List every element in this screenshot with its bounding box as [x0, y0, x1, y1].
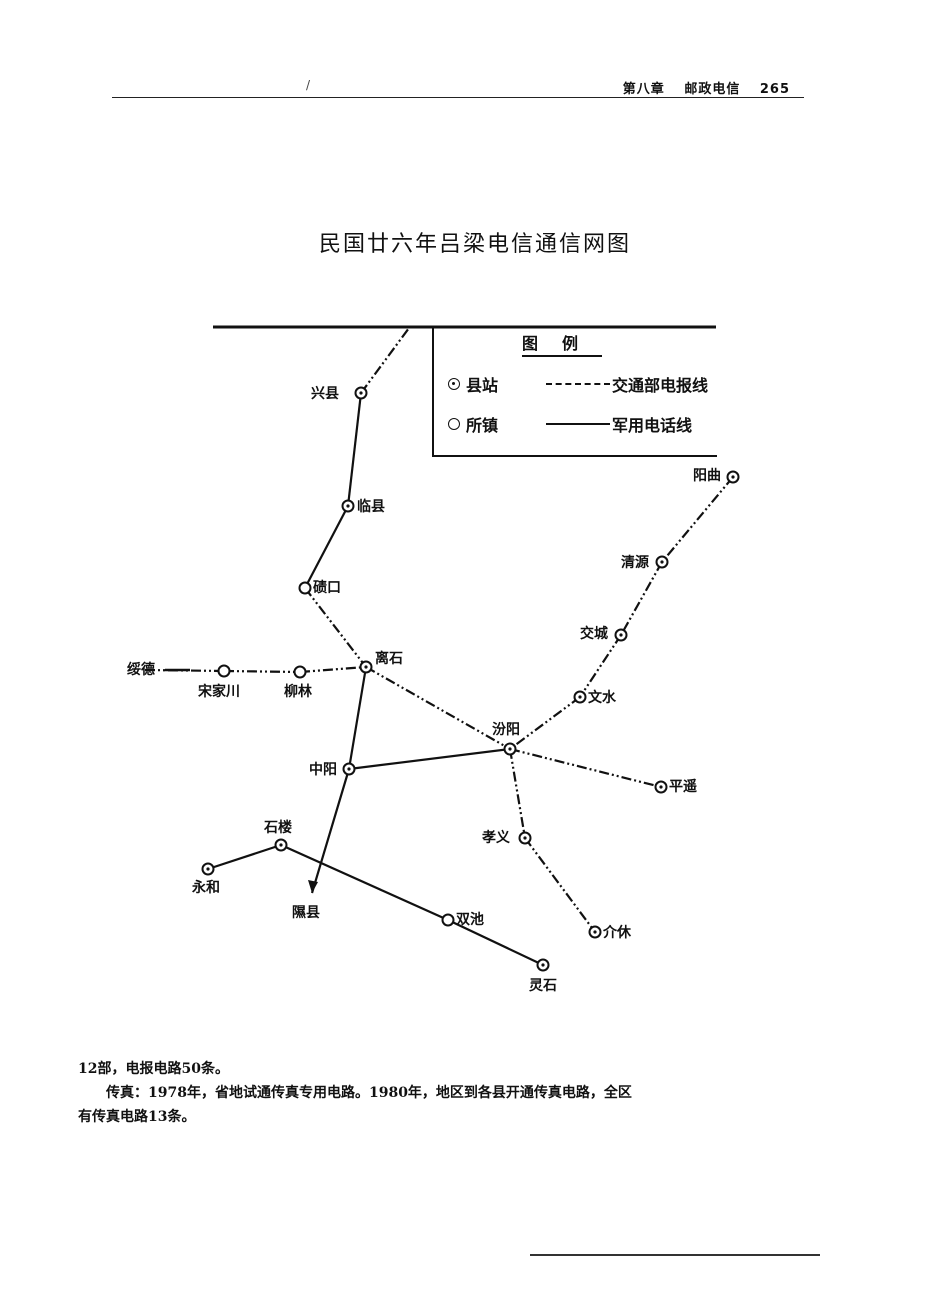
node-label-pingyao: 平遥 [669, 779, 697, 795]
stray-mark: / [306, 78, 311, 92]
county-station-icon [448, 378, 460, 390]
xixian-arrowhead [308, 880, 318, 893]
dash-dot-line-icon [546, 383, 610, 385]
node-label-liulin: 柳林 [284, 684, 312, 700]
edge-linxian-qikou [304, 505, 349, 589]
edge-shuangchi-lingshi [447, 919, 544, 966]
node-label-qingyuan: 清源 [621, 555, 649, 571]
node-label-yonghe: 永和 [192, 880, 220, 896]
edge-liulin-lishi [299, 665, 367, 674]
map-title: 民国廿六年吕梁电信通信网图 [318, 232, 631, 257]
network-nodes [201, 386, 740, 972]
header-rule [112, 97, 804, 98]
edge-shilou-shuangchi [280, 843, 449, 922]
town-station-icon-liulin [293, 665, 307, 679]
edge-wenshui-fenyang [509, 696, 581, 750]
edge-xingxian-north [360, 327, 410, 394]
node-label-shilou: 石楼 [264, 820, 292, 836]
edge-xingxian-linxian [346, 392, 363, 507]
section-label: 邮政电信 [684, 82, 741, 97]
legend-symbol-label: 所镇 [466, 416, 499, 435]
node-label-linxian: 临县 [357, 499, 385, 515]
edge-suide-songjiachuan [144, 668, 225, 673]
page-number: 265 [759, 82, 790, 97]
legend-row-town: 所镇 军用电话线 [448, 412, 692, 436]
solid-line-icon [546, 423, 610, 425]
node-label-songjiachuan: 宋家川 [198, 684, 240, 700]
node-label-zhongyang: 中阳 [309, 762, 337, 778]
legend-symbol-label: 县站 [466, 376, 499, 395]
page-header: 第八章 邮政电信 265 [112, 78, 802, 100]
node-label-fenyang: 汾阳 [492, 722, 520, 738]
town-station-icon [448, 418, 460, 430]
node-label-lingshi: 灵石 [529, 978, 557, 994]
node-label-qikou: 碛口 [313, 580, 341, 596]
edge-yonghe-shilou [207, 843, 282, 871]
paragraph: 有传真电路13条。 [78, 1109, 196, 1125]
town-station-icon-shuangchi [441, 913, 455, 927]
running-head: 第八章 邮政电信 265 [609, 78, 790, 97]
legend-row-county: 县站 交通部电报线 [448, 372, 708, 396]
node-label-xixian: 隰县 [292, 905, 320, 921]
footer-rule [530, 1254, 820, 1256]
node-label-lishi: 离石 [375, 651, 403, 667]
legend-line-label: 军用电话线 [612, 416, 693, 435]
paragraph: 12部，电报电路50条。 [78, 1061, 229, 1077]
body-text: 12部，电报电路50条。 传真：1978年，省地试通传真专用电路。1980年，地… [78, 1057, 808, 1129]
node-label-yangqu: 阳曲 [693, 468, 721, 484]
edge-lishi-fenyang [365, 666, 511, 750]
edge-zhongyang-xixian [310, 768, 351, 894]
paragraph: 传真：1978年，省地试通传真专用电路。1980年，地区到各县开通传真电路，全区 [106, 1085, 632, 1101]
edge-fenyang-pingyao [509, 747, 662, 789]
chapter-label: 第八章 [622, 82, 665, 97]
map-legend: 图例 县站 交通部电报线 所镇 军用电话线 [432, 326, 717, 457]
edge-qingyuan-jiaocheng [620, 561, 663, 636]
network-edges [144, 327, 734, 966]
town-station-icon-qikou [298, 581, 312, 595]
edge-yangqu-qingyuan [661, 476, 734, 563]
edge-lishi-zhongyang [347, 666, 368, 770]
node-label-suide: 绥德 [127, 662, 155, 678]
node-label-jiaocheng: 交城 [580, 626, 608, 642]
node-label-shuangchi: 双池 [456, 912, 484, 928]
edge-qikou-lishi [304, 587, 367, 668]
edge-fenyang-xiaoyi [508, 748, 527, 839]
legend-line-label: 交通部电报线 [612, 376, 709, 395]
edge-jiaocheng-wenshui [579, 634, 622, 698]
edge-xiaoyi-jiexiu [524, 837, 596, 933]
node-label-wenshui: 文水 [588, 690, 616, 706]
node-label-xiaoyi: 孝义 [482, 830, 510, 846]
edge-songjiachuan-liulin [223, 669, 301, 674]
node-label-xingxian: 兴县 [311, 386, 339, 402]
legend-title: 图例 [522, 330, 603, 357]
node-label-jiexiu: 介休 [603, 925, 631, 941]
edge-zhongyang-fenyang [348, 747, 511, 771]
town-station-icon-songjiachuan [217, 664, 231, 678]
